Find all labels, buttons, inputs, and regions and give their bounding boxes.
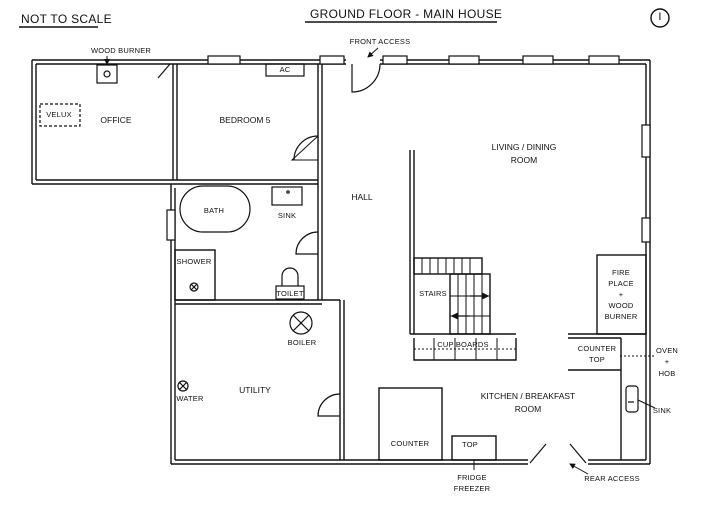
water-symbol bbox=[177, 380, 189, 392]
label-fireplace-line3: + bbox=[618, 289, 624, 299]
label-counter-top-line1: COUNTER bbox=[577, 344, 617, 353]
kitchen-sink bbox=[625, 385, 639, 413]
label-velux: VELUX bbox=[46, 110, 72, 119]
label-oven-hob-line2: + bbox=[664, 357, 670, 367]
label-counter-top-small: TOP bbox=[462, 440, 478, 449]
label-shower: SHOWER bbox=[176, 257, 212, 266]
label-counter-top-line2: TOP bbox=[589, 354, 605, 364]
label-oven-hob-line3: HOB bbox=[658, 368, 676, 378]
label-fireplace-line4: WOOD bbox=[608, 300, 634, 310]
label-wood-burner: WOOD BURNER bbox=[90, 46, 152, 55]
sink-pointer bbox=[637, 399, 656, 409]
doors bbox=[157, 59, 588, 466]
label-counter: COUNTER bbox=[390, 439, 430, 448]
wood-burner-box bbox=[96, 64, 118, 84]
bath-shape bbox=[179, 185, 251, 233]
ac-box bbox=[265, 63, 305, 77]
label-fridge-freezer: FRIDGE FREEZER bbox=[454, 473, 490, 495]
room-office: OFFICE bbox=[100, 115, 132, 125]
scale-note: NOT TO SCALE bbox=[21, 12, 112, 26]
label-oven-hob-line1: OVEN bbox=[655, 346, 679, 355]
label-rear-access: REAR ACCESS bbox=[584, 474, 640, 483]
toilet-bowl bbox=[281, 267, 299, 286]
label-fireplace-line2: PLACE bbox=[608, 278, 634, 288]
room-living-dining-line2: ROOM bbox=[510, 155, 538, 166]
boiler-symbol bbox=[289, 311, 313, 335]
front-access-arrow bbox=[367, 47, 379, 58]
room-living-dining: LIVING / DINING ROOM bbox=[492, 141, 557, 167]
room-hall: HALL bbox=[351, 192, 373, 202]
label-stairs: STAIRS bbox=[419, 289, 447, 298]
windows bbox=[166, 55, 651, 243]
label-fireplace: FIRE PLACE + WOOD BURNER bbox=[605, 268, 638, 322]
room-utility: UTILITY bbox=[239, 385, 271, 395]
label-toilet: TOILET bbox=[276, 289, 304, 298]
label-fireplace-line1: FIRE bbox=[612, 268, 630, 277]
shower-drain bbox=[189, 282, 199, 292]
rear-access-arrow bbox=[569, 463, 589, 475]
label-oven-hob: OVEN + HOB bbox=[656, 345, 678, 379]
room-kitchen-line2: ROOM bbox=[514, 404, 542, 415]
label-fridge-line2: FREEZER bbox=[453, 483, 491, 493]
label-cupboards: CUP BOARDS bbox=[437, 340, 489, 349]
room-kitchen-line1: KITCHEN / BREAKFAST bbox=[480, 391, 576, 401]
label-ac: AC bbox=[279, 65, 291, 74]
label-front-access: FRONT ACCESS bbox=[349, 37, 411, 46]
label-counter-top: COUNTER TOP bbox=[578, 344, 616, 366]
room-kitchen: KITCHEN / BREAKFAST ROOM bbox=[481, 390, 575, 416]
room-bedroom5: BEDROOM 5 bbox=[219, 115, 271, 125]
label-boiler: BOILER bbox=[287, 338, 317, 347]
plan-title: GROUND FLOOR - MAIN HOUSE bbox=[310, 7, 503, 21]
label-fridge-line1: FRIDGE bbox=[457, 473, 487, 482]
bathroom-sink bbox=[271, 186, 303, 206]
label-sink-bathroom: SINK bbox=[277, 211, 297, 220]
label-bath: BATH bbox=[203, 206, 225, 215]
label-fireplace-line5: BURNER bbox=[604, 311, 638, 321]
label-sink-kitchen: SINK bbox=[652, 406, 672, 415]
room-living-dining-line1: LIVING / DINING bbox=[491, 142, 557, 152]
velux-box bbox=[39, 103, 81, 127]
floor-number: I bbox=[658, 11, 662, 23]
label-water: WATER bbox=[176, 394, 204, 403]
floor-number-circle bbox=[650, 8, 670, 28]
